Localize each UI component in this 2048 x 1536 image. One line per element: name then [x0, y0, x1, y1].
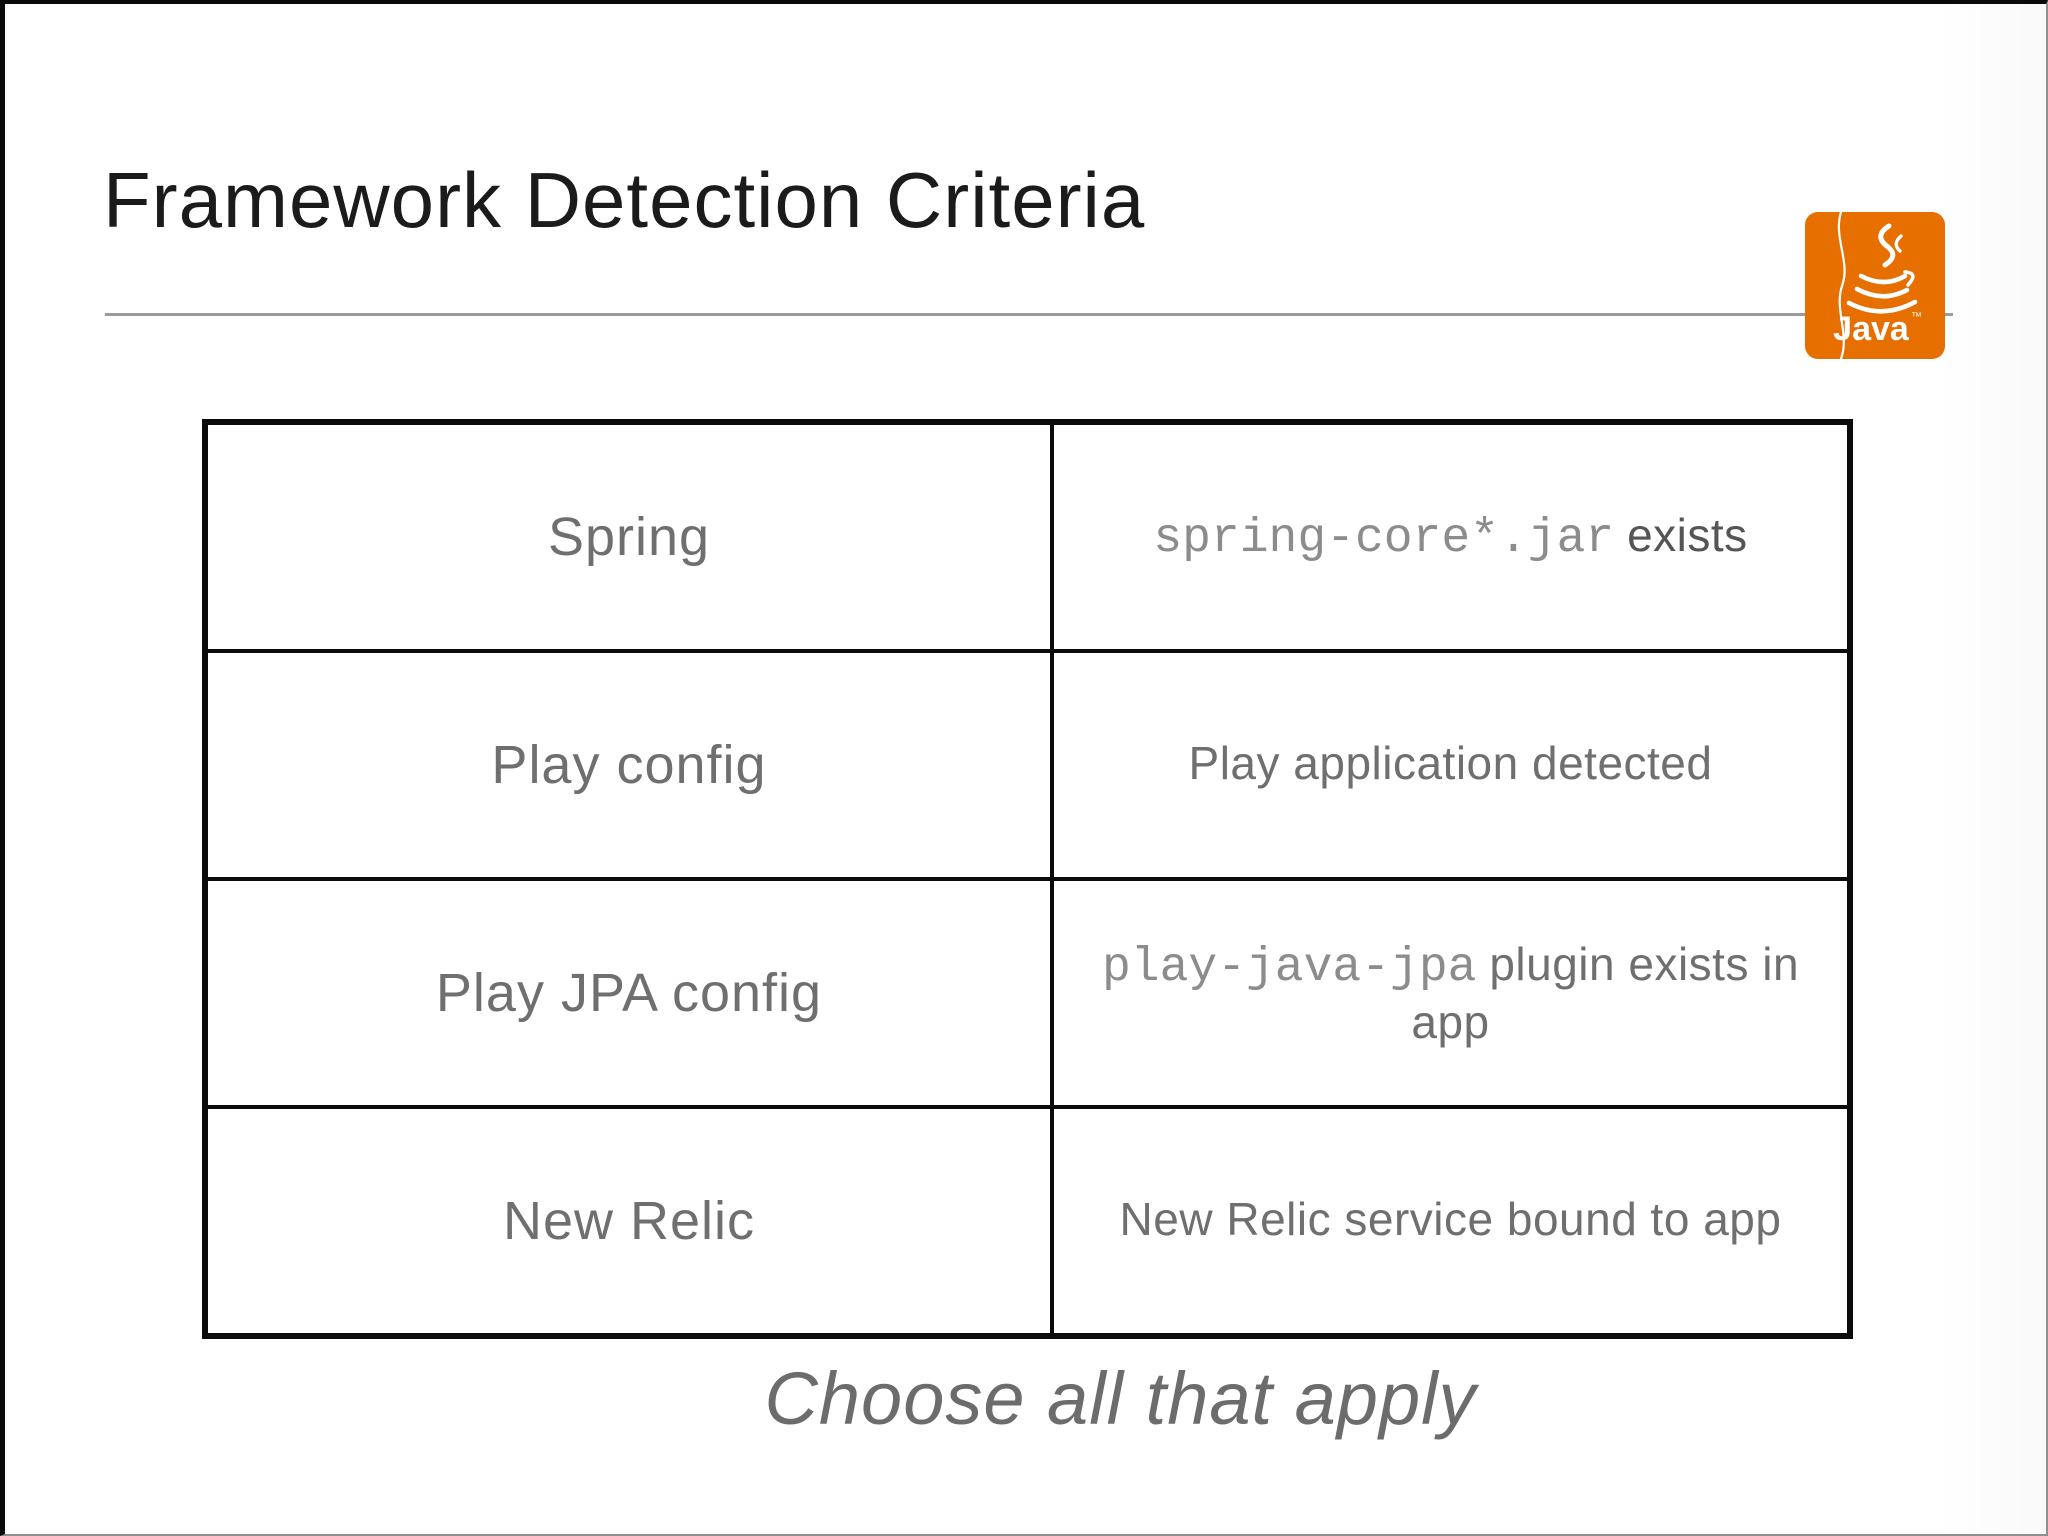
framework-name-cell: New Relic: [203, 1105, 1054, 1338]
framework-name-cell: Play config: [203, 649, 1054, 881]
framework-name: Play JPA config: [435, 963, 823, 1023]
criteria-cell: New Relic service bound to app: [1050, 1105, 1852, 1338]
java-logo-background: [1805, 212, 1945, 359]
criteria-cell: Play application detected: [1050, 649, 1852, 881]
criteria-code: play-java-jpa: [1101, 941, 1477, 995]
table-row: Play config Play application detected: [203, 649, 1852, 881]
criteria-text: plugin exists in app: [1411, 938, 1800, 1048]
criteria-code: spring-core*.jar: [1153, 512, 1615, 566]
title-divider: [105, 313, 1953, 316]
coffee-cup-icon: [1846, 223, 1918, 314]
framework-name: Play config: [491, 735, 767, 795]
framework-name: Spring: [547, 507, 711, 567]
criteria-text: New Relic service bound to app: [1119, 1193, 1782, 1245]
java-wave-line: [1837, 212, 1846, 359]
criteria-text: exists: [1627, 509, 1748, 561]
page-title: Framework Detection Criteria: [103, 156, 1146, 244]
framework-name: New Relic: [502, 1191, 756, 1251]
java-trademark: ™: [1911, 311, 1922, 323]
framework-name-cell: Play JPA config: [203, 877, 1054, 1109]
framework-name-cell: Spring: [203, 420, 1054, 653]
table-row: New Relic New Relic service bound to app: [203, 1105, 1852, 1338]
criteria-text: Play application detected: [1188, 737, 1713, 789]
java-logo-label: Java: [1833, 310, 1910, 348]
java-logo: Java ™: [1805, 212, 1945, 359]
caption: Choose all that apply: [764, 1357, 1477, 1440]
